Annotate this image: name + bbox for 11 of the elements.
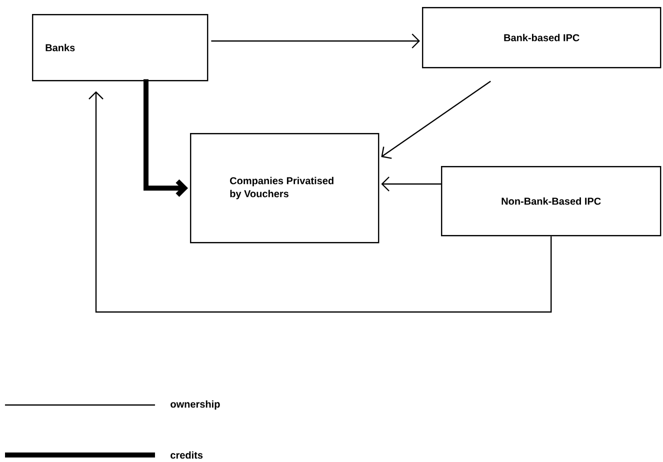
legend-text: ownership xyxy=(170,400,220,410)
arrow xyxy=(144,79,188,197)
legend-text: credits xyxy=(170,451,203,459)
arrow xyxy=(88,91,552,313)
arrow xyxy=(381,80,491,159)
process-box: Non-Bank-Based IPC xyxy=(441,166,662,236)
arrow xyxy=(211,34,420,48)
arrow xyxy=(381,176,441,192)
process-box: Banks xyxy=(32,14,208,82)
process-box: Companies Privatised by Vouchers xyxy=(190,133,380,244)
process-box: Bank-based IPC xyxy=(422,7,662,68)
